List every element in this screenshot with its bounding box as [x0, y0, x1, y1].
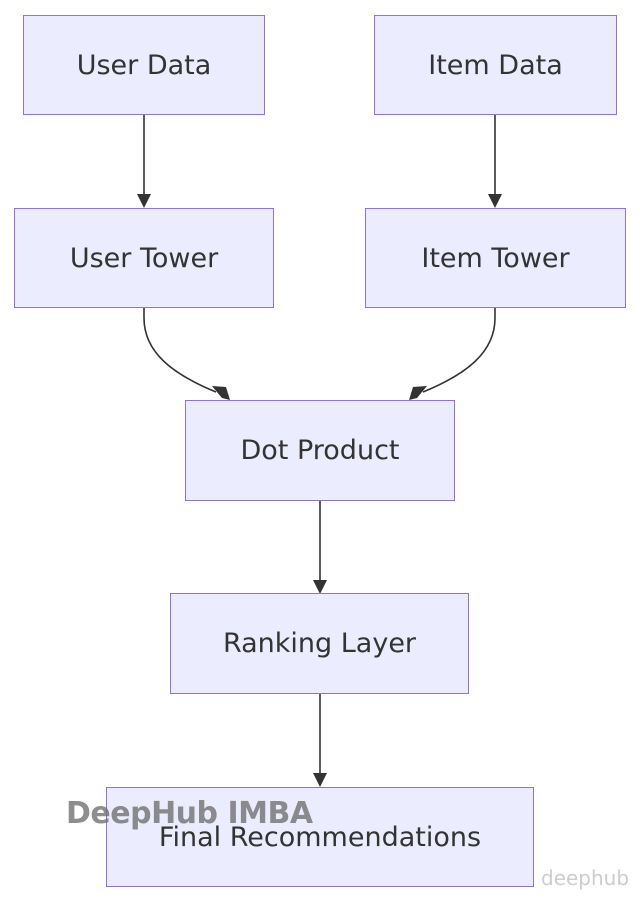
- edge-ranking-layer-to-final-recommendations: [313, 693, 327, 787]
- node-user-data-label: User Data: [76, 49, 212, 81]
- edge-user-tower-to-dot-product: [143, 308, 230, 400]
- node-item-tower: Item Tower: [365, 208, 626, 308]
- node-final-recommendations-label: Final Recommendations: [158, 821, 482, 853]
- node-ranking-layer-label: Ranking Layer: [222, 628, 417, 659]
- node-dot-product-label: Dot Product: [240, 435, 400, 466]
- node-ranking-layer: Ranking Layer: [170, 593, 469, 694]
- node-user-tower: User Tower: [14, 208, 274, 308]
- node-item-data-label: Item Data: [428, 49, 563, 81]
- node-user-tower-label: User Tower: [69, 242, 219, 274]
- node-item-data: Item Data: [374, 15, 617, 115]
- node-user-data: User Data: [23, 15, 265, 115]
- edge-item-data-to-item-tower: [488, 115, 502, 208]
- node-final-recommendations: Final Recommendations: [106, 787, 534, 887]
- node-item-tower-label: Item Tower: [421, 242, 570, 274]
- edge-user-data-to-user-tower: [137, 115, 151, 208]
- watermark-deephub-corner: deephub: [541, 866, 630, 890]
- node-dot-product: Dot Product: [185, 400, 455, 501]
- watermark-deephub-imba: DeepHub IMBA: [66, 796, 313, 831]
- edge-item-tower-to-dot-product: [409, 308, 496, 400]
- edge-dot-product-to-ranking-layer: [313, 500, 327, 594]
